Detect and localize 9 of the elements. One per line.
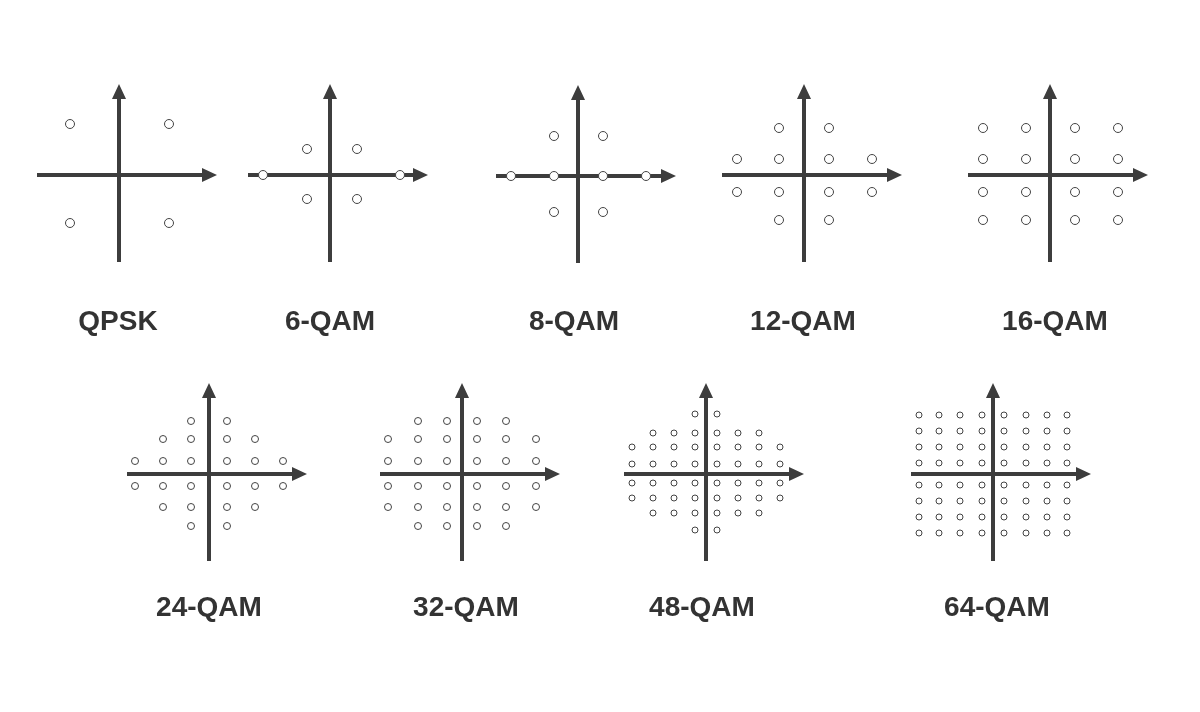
modulation-label: 24-QAM xyxy=(156,590,262,624)
modulation-label: QPSK xyxy=(78,304,158,338)
modulation-label: 32-QAM xyxy=(413,590,519,624)
modulation-label: 6-QAM xyxy=(284,304,376,338)
modulation-label: 16-QAM xyxy=(1002,304,1108,338)
modulation-label: 12-QAM xyxy=(750,304,856,338)
modulation-label: 64-QAM xyxy=(944,590,1050,624)
modulation-label: 8-QAM xyxy=(528,304,620,338)
modulation-label: 48-QAM xyxy=(649,590,755,624)
